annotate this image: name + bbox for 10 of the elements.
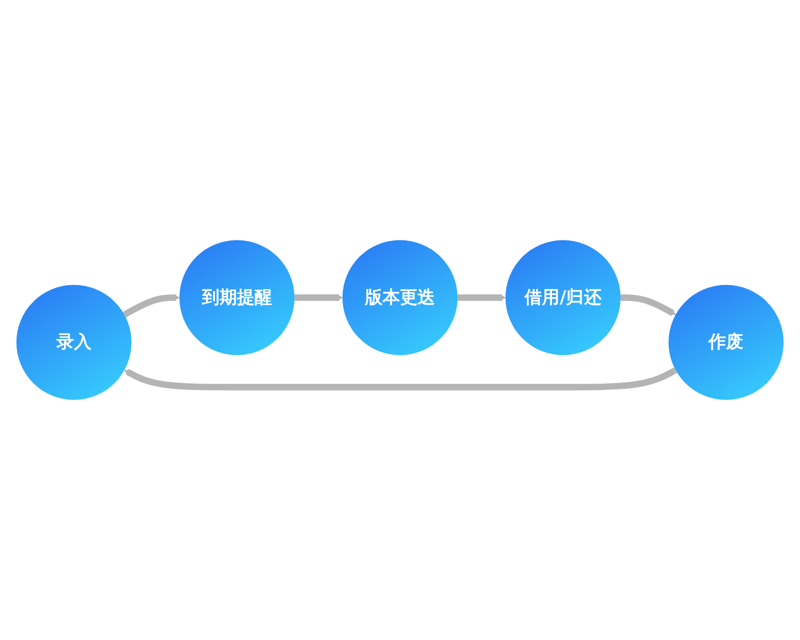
arrow <box>458 294 506 302</box>
step-circle: 借用/归还 <box>506 240 621 356</box>
step-circle: 作废 <box>668 284 784 400</box>
step-circle: 版本更迭 <box>342 240 458 356</box>
arrow <box>294 294 343 302</box>
step-circle: 录入 <box>16 284 132 400</box>
arrow <box>122 294 180 318</box>
arrow <box>620 294 676 316</box>
arrow <box>124 367 678 390</box>
step-circle: 到期提醒 <box>179 240 294 356</box>
